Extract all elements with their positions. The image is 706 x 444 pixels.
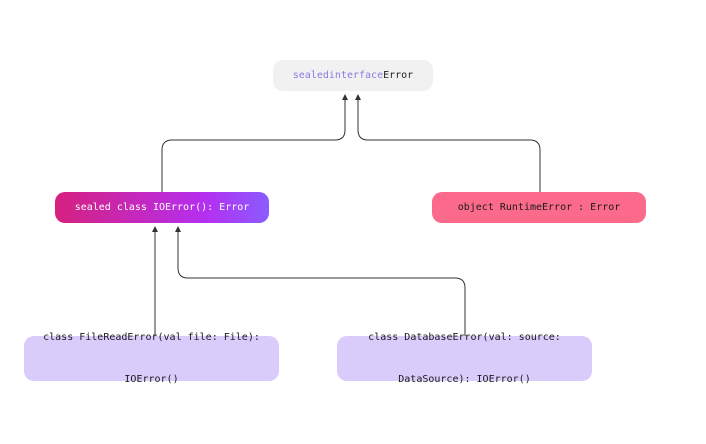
database-error-line-2: DataSource): IOError()	[398, 373, 531, 385]
ioerror-label: sealed class IOError(): Error	[74, 201, 250, 213]
file-read-error-node: class FileReadError(val file: File): IOE…	[24, 332, 279, 385]
database-error-line-1: class DatabaseError(val: source:	[368, 331, 561, 343]
file-read-error-text: class FileReadError(val file: File): IOE…	[43, 303, 260, 415]
sealed-keyword: sealed	[292, 69, 329, 81]
runtime-error-label: object RuntimeError : Error	[457, 201, 621, 213]
interface-keyword: interface	[328, 69, 384, 81]
file-read-error-line-1: class FileReadError(val file: File):	[43, 331, 260, 343]
database-error-text: class DatabaseError(val: source: DataSou…	[368, 303, 561, 415]
runtime-error-object-node: object RuntimeError : Error	[432, 192, 646, 223]
database-error-node: class DatabaseError(val: source: DataSou…	[337, 332, 592, 385]
ioerror-class-node: sealed class IOError(): Error	[55, 192, 269, 223]
error-interface-node: sealed interface Error	[273, 60, 433, 91]
error-name: Error	[383, 69, 414, 81]
runtime-to-error-arrow	[355, 94, 541, 192]
ioerror-to-error-arrow	[161, 94, 348, 192]
file-read-error-line-2: IOError()	[124, 373, 179, 385]
database-to-ioerror-arrow	[175, 226, 466, 336]
